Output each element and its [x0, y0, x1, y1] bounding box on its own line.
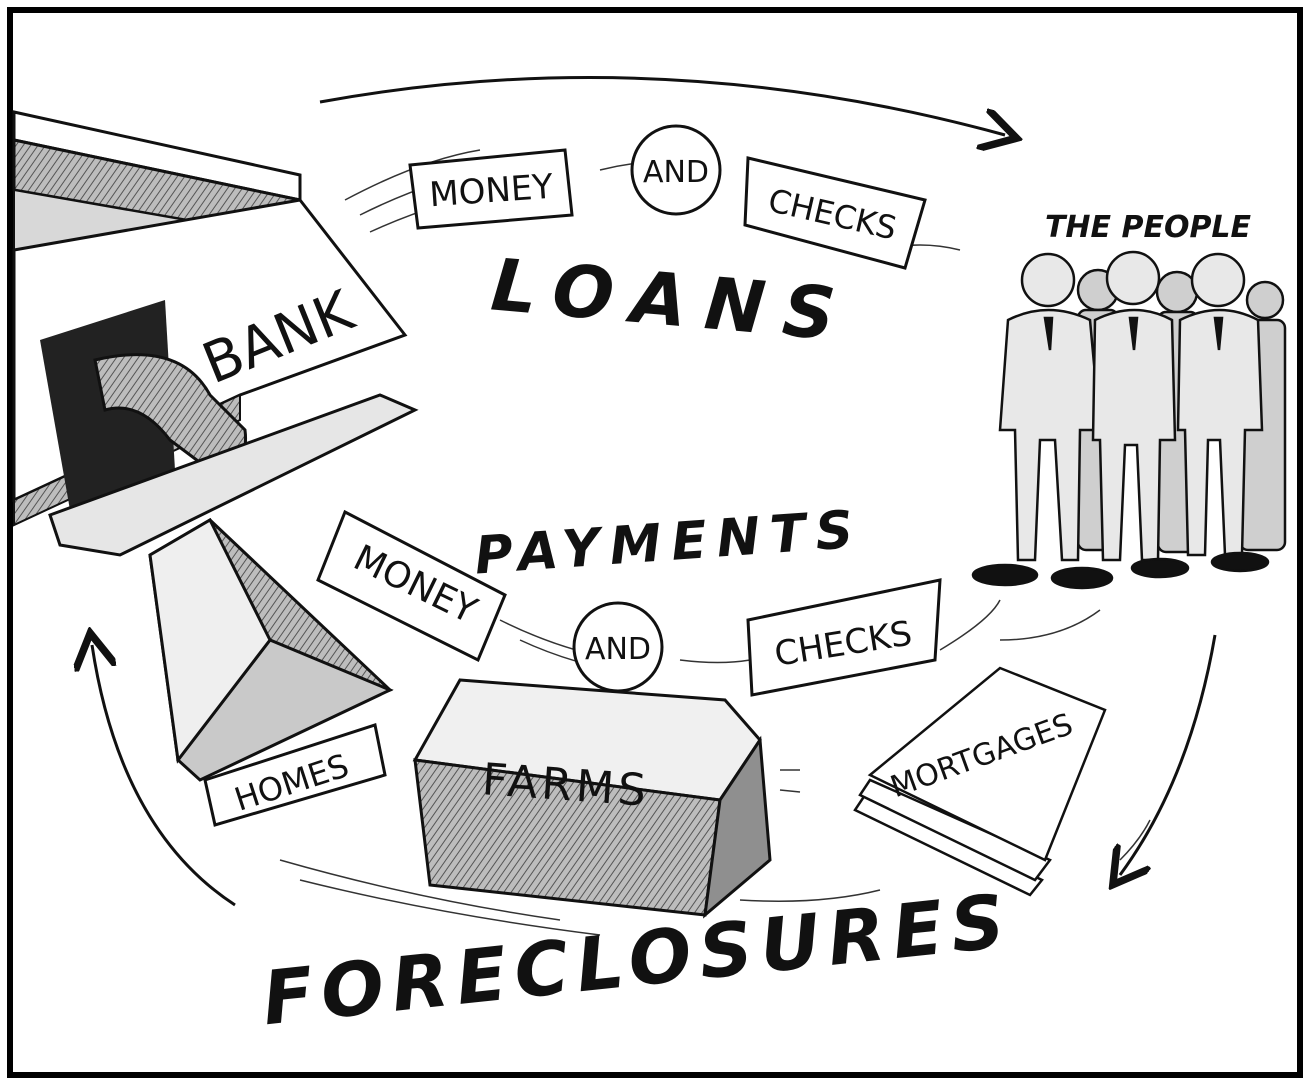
loans-money-tag: [408, 148, 574, 230]
bank-building: [12, 110, 419, 557]
payments-and-label: AND: [585, 632, 651, 667]
payments-title: PAYMENTS: [473, 500, 865, 587]
loans-and-label: AND: [643, 155, 709, 190]
loans-money-label: MONEY: [428, 167, 555, 216]
people-label: THE PEOPLE: [1045, 210, 1252, 245]
mortgages-flow-arrow: [1120, 634, 1217, 875]
loans-title: LOANS: [488, 242, 856, 357]
loans-checks-tag: [743, 156, 927, 270]
loans-and-circle: [630, 124, 722, 216]
loans-flow-arrow: [319, 76, 1005, 135]
home-building: [148, 517, 394, 782]
people-group: [971, 250, 1287, 590]
farm-building: [412, 678, 772, 919]
homes-tag: [203, 723, 387, 827]
foreclosures-return-arrow: [92, 645, 236, 907]
farms-label: FARMS: [481, 754, 652, 817]
mortgage-documents: [853, 666, 1107, 897]
payments-checks-tag: [746, 578, 942, 697]
payments-money-tag: [316, 509, 507, 663]
